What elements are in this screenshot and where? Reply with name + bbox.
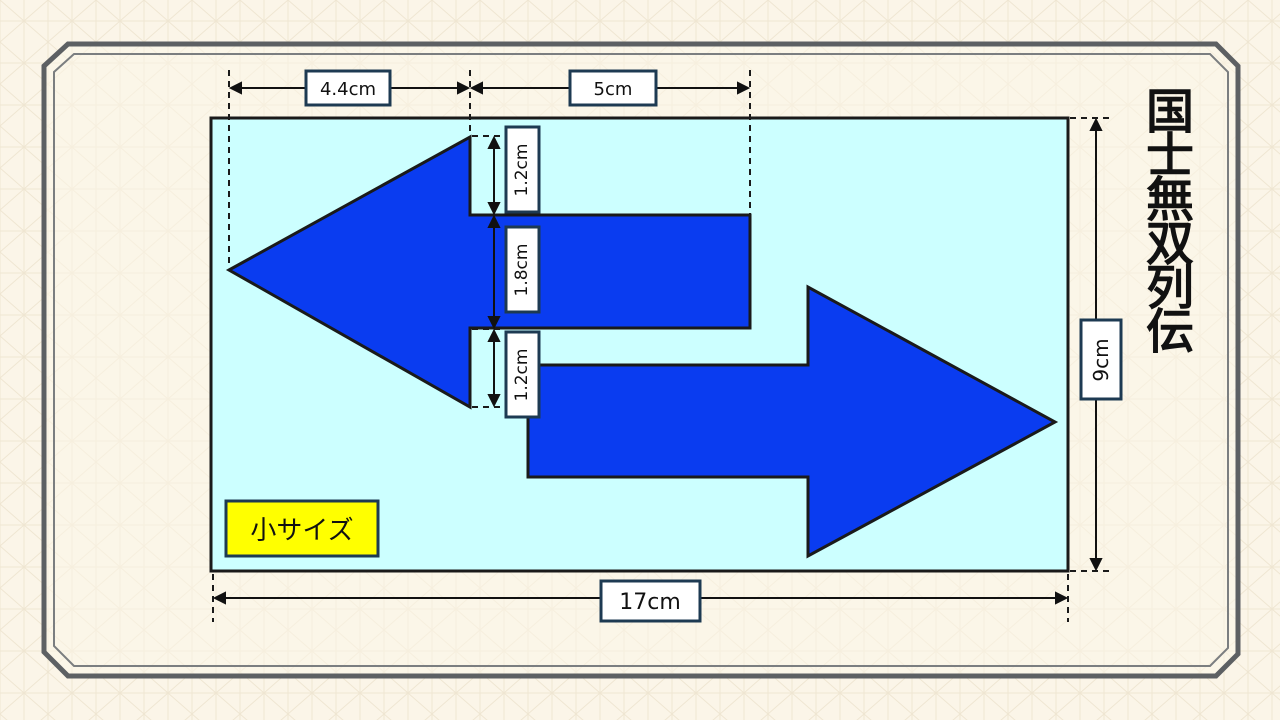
right-arrow [526,284,1059,559]
svg-text:17cm: 17cm [619,590,681,615]
dim-label-9cm: 9cm [1079,318,1123,401]
dim-label-17cm: 17cm [599,579,702,623]
svg-text:1.2cm: 1.2cm [512,144,532,197]
dim-label-1-2cm-lower: 1.2cm [504,330,541,419]
size-badge: 小サイズ [224,499,380,558]
svg-text:4.4cm: 4.4cm [320,79,376,100]
flag-board [209,116,1070,573]
dim-label-5cm: 5cm [568,69,658,107]
logo-calligraphy: 国士無双列伝 [1146,84,1194,360]
svg-text:9cm: 9cm [1089,338,1113,381]
dim-label-4-4cm: 4.4cm [304,69,392,107]
svg-text:1.8cm: 1.8cm [512,244,532,297]
svg-text:5cm: 5cm [594,79,633,100]
svg-text:小サイズ: 小サイズ [250,516,353,546]
dim-label-1-8cm: 1.8cm [504,225,541,314]
svg-text:1.2cm: 1.2cm [512,349,532,402]
left-arrow [225,134,752,410]
dim-label-1-2cm-upper: 1.2cm [504,125,541,214]
